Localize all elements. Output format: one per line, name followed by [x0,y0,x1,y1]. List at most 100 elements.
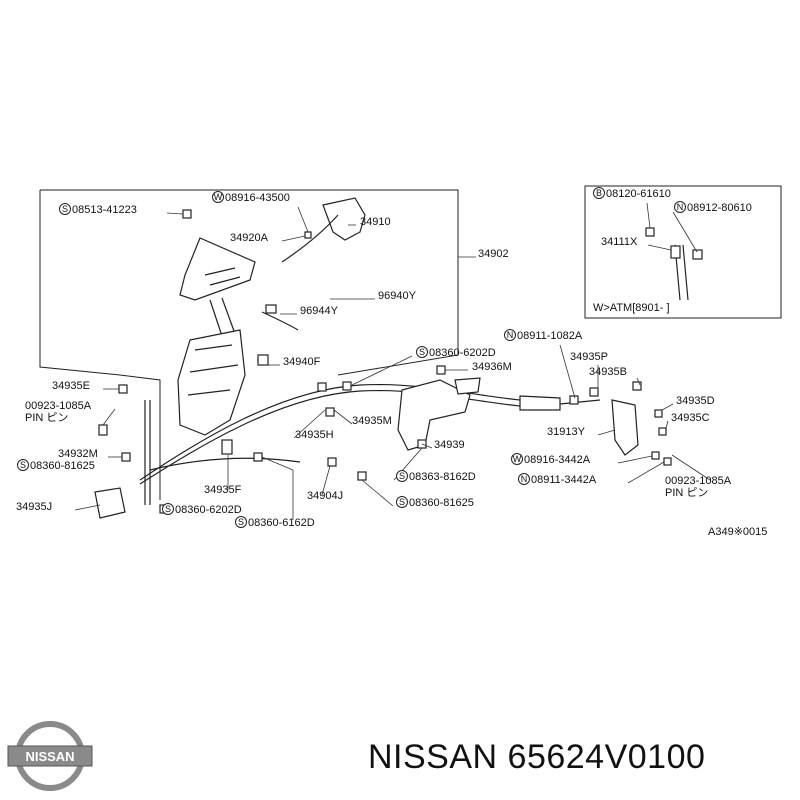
part-label: 34111X [601,236,638,248]
part-prefix-marker [674,201,686,213]
part-number-text: 34939 [434,439,465,451]
part-number-text: 34935E [52,380,90,392]
part-prefix-marker [212,191,224,203]
part-label: S 08360-6202D [162,503,242,516]
part-number-caption: NISSAN 65624V0100 [368,738,706,776]
part-number-text: 08360-6162D [248,517,315,529]
part-number-text: 08120-61610 [606,188,671,200]
part-number-text: W>ATM[8901- ] [593,302,670,314]
main-group-frame [39,189,459,500]
part-label: W>ATM[8901- ] [593,302,670,314]
part-prefix-letter: S [238,517,244,527]
part-prefix-letter: N [677,202,684,212]
part-number-text: 34935J [16,501,52,513]
part-label: S 08360-81625 [17,459,95,472]
part-number-text: 96944Y [300,305,339,317]
part-number-text: 08911-1082A [517,330,583,342]
part-number-text: 00923-1085A [665,475,732,487]
part-prefix-letter: B [596,188,602,198]
part-number-text: 08911-3442A [531,474,597,486]
part-label: 34940F [283,356,321,368]
part-prefix-marker [593,187,605,199]
part-number-text: 08916-3442A [524,454,591,466]
part-prefix-marker [162,503,174,515]
part-label: 34935C [671,412,710,424]
part-label: 34936M [472,361,512,373]
part-number-text: 08360-81625 [409,497,474,509]
part-label: 34932M [58,448,98,460]
nissan-logo-text: NISSAN [25,749,74,764]
part-number-text: 96940Y [378,290,417,302]
part-number-text: 34904J [307,490,343,502]
part-number-text: 08912-80610 [687,202,752,214]
part-prefix-letter: S [20,460,26,470]
part-number-text: A349※0015 [708,526,767,538]
part-label: 00923-1085A [25,400,92,412]
part-label: A349※0015 [708,526,767,538]
part-prefix-marker [396,496,408,508]
part-number-text: 31913Y [547,426,586,438]
part-number-text: 08513-41223 [72,204,137,216]
part-prefix-marker [59,203,71,215]
part-label: 34935J [16,501,52,513]
part-number-text: 34910 [360,216,391,228]
part-label: 34935M [352,415,392,427]
part-number-text: PIN ピン [665,486,708,499]
part-label: 34935E [52,380,90,392]
part-label: 34935F [204,484,242,496]
part-label: PIN ピン [25,411,68,424]
part-number-text: 34920A [230,232,269,244]
part-prefix-marker [511,453,523,465]
part-number-text: 34940F [283,356,321,368]
part-prefix-marker [396,470,408,482]
part-number-text: 34935M [352,415,392,427]
part-prefix-letter: S [419,347,425,357]
part-number-text: 08916-43500 [225,192,290,204]
part-number-text: 08360-6202D [429,347,496,359]
part-number-text: 34935C [671,412,710,424]
part-prefix-letter: S [62,204,68,214]
part-prefix-letter: S [399,497,405,507]
part-prefix-marker [416,346,428,358]
part-number-text: 34932M [58,448,98,460]
part-label: 34935B [589,366,627,378]
part-prefix-letter: S [399,471,405,481]
part-label: 00923-1085A [665,475,732,487]
part-label: 34935P [570,351,608,363]
part-number-text: 34902 [478,248,509,260]
part-label: B 08120-61610 [593,187,671,200]
part-number-text: 34935D [676,395,715,407]
part-label: 34939 [434,439,465,451]
part-number-text: PIN ピン [25,411,68,424]
part-label: S 08360-6202D [416,346,496,359]
part-prefix-letter: S [165,504,171,514]
part-number-text: 34935F [204,484,242,496]
part-label: PIN ピン [665,486,708,499]
part-prefix-letter: N [521,474,528,484]
part-prefix-letter: N [507,330,514,340]
part-label: 34904J [307,490,343,502]
part-prefix-marker [504,329,516,341]
shift-lever-assembly [177,197,366,436]
part-label: 34935D [676,395,715,407]
part-label: S 08513-41223 [59,203,137,216]
part-number-text: 00923-1085A [25,400,92,412]
leader-lines [74,202,711,520]
part-label: 34902 [478,248,509,260]
part-number-text: 34936M [472,361,512,373]
nissan-logo: NISSAN [7,721,93,791]
part-number-text: 08360-6202D [175,504,242,516]
part-label: S 08360-81625 [396,496,474,509]
part-number-text: 34935B [589,366,627,378]
part-label: S 08360-6162D [235,516,315,529]
part-prefix-letter: W [214,192,223,202]
cable-brackets [94,227,703,519]
part-number-text: 08360-81625 [30,460,95,472]
part-number-text: 34935H [295,429,334,441]
